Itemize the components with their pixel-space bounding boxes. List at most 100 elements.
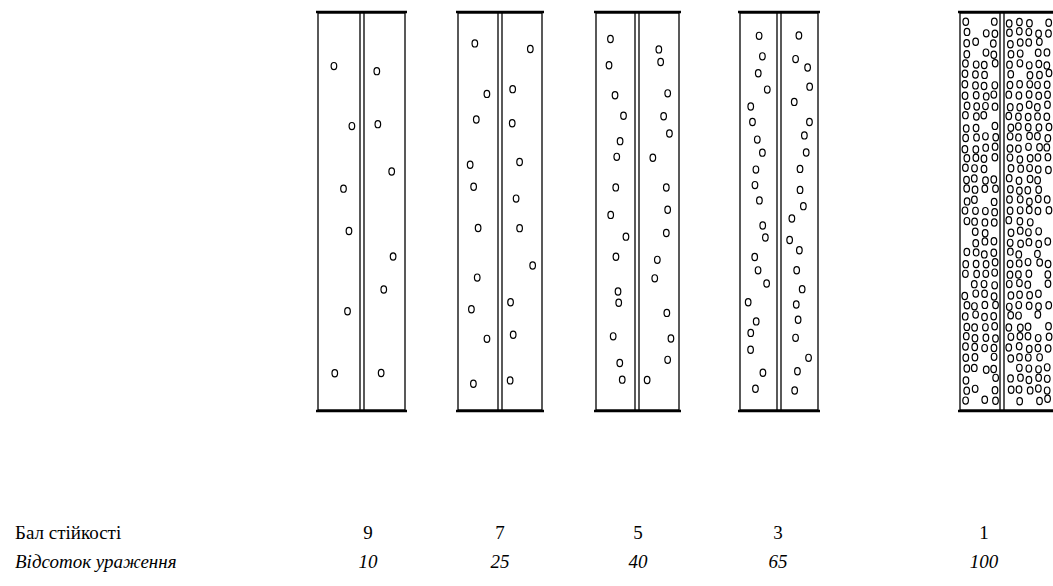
lesion-spot: [981, 155, 987, 162]
lesion-spot: [1026, 206, 1032, 213]
lesion-spot: [1017, 28, 1023, 35]
damage-percent: 25: [491, 551, 510, 574]
lesion-spot: [962, 313, 968, 320]
lesion-spot: [664, 309, 670, 316]
lesion-spot: [753, 385, 759, 392]
lesion-spot: [1008, 386, 1014, 393]
lesion-spot: [963, 270, 969, 277]
lesion-spot: [964, 51, 970, 58]
lesion-spot: [963, 377, 969, 384]
lesion-spot: [973, 311, 979, 318]
lesion-spot: [807, 83, 813, 90]
lesion-spot: [983, 93, 989, 100]
resistance-score: 3: [773, 522, 783, 545]
lesion-spot: [1006, 281, 1012, 288]
lesion-spot: [1035, 334, 1041, 341]
lesion-spot: [1046, 323, 1052, 330]
lesion-spot: [972, 303, 978, 310]
lesion-spot: [528, 45, 534, 52]
lesion-spot: [1037, 144, 1043, 151]
lesion-spot: [617, 138, 623, 145]
lesion-spot: [1016, 343, 1022, 350]
lesion-spot: [1035, 311, 1041, 318]
lesion-spot: [1046, 302, 1052, 309]
lesion-spot: [473, 116, 479, 123]
leaf-strip: [594, 12, 681, 411]
lesion-spot: [1046, 19, 1052, 26]
lesion-spot: [992, 387, 998, 394]
lesion-spot: [962, 70, 968, 77]
lesion-spot: [974, 103, 980, 110]
lesion-spot: [964, 365, 970, 372]
lesion-spot: [992, 259, 998, 266]
lesion-spot: [1017, 196, 1023, 203]
lesion-spot: [1044, 113, 1050, 120]
lesion-spot: [973, 82, 979, 89]
lesion-spot: [610, 333, 616, 340]
lesion-spot: [389, 168, 395, 175]
lesion-spot: [1007, 133, 1013, 140]
lesion-spot: [973, 71, 979, 78]
lesion-spot: [983, 208, 989, 215]
lesion-spot: [1026, 239, 1032, 246]
lesion-spot: [1036, 124, 1042, 131]
lesion-spot: [1025, 113, 1031, 120]
lesion-spot: [991, 344, 997, 351]
lesion-spot: [1016, 92, 1022, 99]
lesion-spot: [992, 143, 998, 150]
lesion-spot: [1007, 61, 1013, 68]
lesion-spot: [971, 364, 977, 371]
lesion-spot: [1017, 354, 1023, 361]
lesion-spot: [753, 318, 759, 325]
lesion-spot: [665, 90, 671, 97]
lesion-spot: [991, 198, 997, 205]
lesion-spot: [1044, 375, 1050, 382]
lesion-spot: [1026, 101, 1032, 108]
lesion-spot: [1008, 375, 1014, 382]
lesion-spot: [1027, 81, 1033, 88]
lesion-spot: [613, 184, 619, 191]
lesion-spot: [964, 185, 970, 192]
lesion-spot: [1006, 303, 1012, 310]
lesion-spot: [805, 64, 811, 71]
lesion-spot: [983, 133, 989, 140]
lesion-spot: [1017, 104, 1023, 111]
lesion-spot: [1036, 228, 1042, 235]
lesion-spot: [795, 316, 801, 323]
lesion-spot: [963, 164, 969, 171]
lesion-spot: [964, 155, 970, 162]
lesion-spot: [652, 275, 658, 282]
damage-percent: 65: [769, 551, 788, 574]
lesion-spot: [991, 238, 997, 245]
lesion-spot: [1035, 195, 1041, 202]
lesion-spot: [795, 368, 801, 375]
lesion-spot: [608, 211, 614, 218]
lesion-spot: [472, 40, 478, 47]
lesion-spot: [346, 227, 352, 234]
lesion-spot: [471, 183, 477, 190]
lesion-spot: [617, 359, 623, 366]
lesion-spot: [991, 40, 997, 47]
lesion-spot: [1045, 101, 1051, 108]
lesion-spot: [964, 28, 970, 35]
lesion-spot: [1017, 279, 1023, 286]
lesion-spot: [1035, 166, 1041, 173]
lesion-spot: [983, 177, 989, 184]
lesion-spot: [1046, 333, 1052, 340]
resistance-score: 7: [495, 522, 505, 545]
lesion-spot: [510, 331, 516, 338]
lesion-spot: [1017, 333, 1023, 340]
lesion-spot: [667, 130, 673, 137]
lesion-spot: [789, 215, 795, 222]
lesion-spot: [797, 186, 803, 193]
lesion-spot: [982, 313, 988, 320]
lesion-spot: [1008, 165, 1014, 172]
lesion-spot: [1035, 113, 1041, 120]
lesion-spot: [510, 86, 516, 93]
lesion-spot: [332, 370, 338, 377]
lesion-spot: [991, 365, 997, 372]
lesion-spot: [331, 62, 337, 69]
lesion-spot: [974, 134, 980, 141]
lesion-spot: [378, 369, 384, 376]
